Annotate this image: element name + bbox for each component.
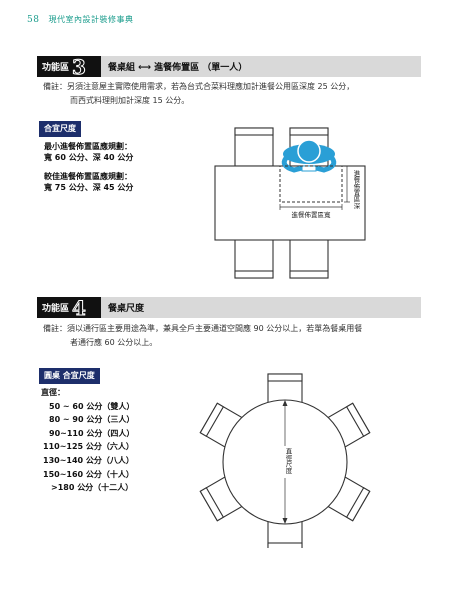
chair-bottom-left-back bbox=[234, 270, 274, 279]
section-4-badge: 圓桌 合宜尺度 bbox=[39, 368, 100, 384]
depth-label: 進餐佈置區深 bbox=[352, 169, 360, 211]
person-figure bbox=[281, 139, 337, 173]
section-4-number: 4 bbox=[72, 295, 87, 320]
page-number: 58 bbox=[27, 15, 40, 25]
section-4-label: 功能區 bbox=[42, 304, 70, 314]
size-item: 130~140 公分（八人） bbox=[43, 455, 134, 465]
placement-area bbox=[279, 165, 343, 203]
section-3-sizes: 最小進餐佈置區應規劃： 寬 60 公分、深 40 公分 較佳進餐佈置區應規劃： … bbox=[44, 141, 133, 193]
size-item: 50 ~ 60 公分（雙人） bbox=[49, 401, 135, 411]
min-area-value: 寬 60 公分、深 40 公分 bbox=[44, 153, 134, 162]
round-table-diagram: 直徑尺度 bbox=[199, 373, 371, 548]
section-3-number: 3 bbox=[72, 54, 87, 79]
rect-table bbox=[214, 165, 366, 241]
section-3-note-line2: 而西式料理則加計深度 15 公分。 bbox=[70, 96, 190, 105]
size-item: 90~110 公分（四人） bbox=[49, 428, 135, 438]
section-3-badge: 合宜尺度 bbox=[39, 121, 81, 137]
round-table-sizes: 直徑： 50 ~ 60 公分（雙人） 80 ~ 90 公分（三人） 90~110… bbox=[41, 386, 134, 495]
section-4-note-line2: 者通行應 60 公分以上。 bbox=[70, 338, 158, 347]
size-item: >180 公分（十二人） bbox=[51, 483, 134, 493]
book-title: 現代室內設計裝修事典 bbox=[48, 15, 134, 24]
section-3-label-box: 功能區 3 bbox=[37, 56, 101, 77]
running-head: 58 現代室內設計裝修事典 bbox=[27, 14, 134, 25]
section-4-label-box: 功能區 4 bbox=[37, 297, 101, 318]
size-item: 80 ~ 90 公分（三人） bbox=[49, 415, 135, 425]
chair-bottom-right-back bbox=[289, 270, 329, 279]
chair-top-right-back bbox=[289, 127, 329, 136]
diameter-heading: 直徑： bbox=[41, 388, 65, 397]
section-3-note: 備註：另須注意屋主實際使用需求，若為台式合菜料理應加計進餐公用區深度 25 公分… bbox=[43, 80, 423, 108]
size-item: 110~125 公分（六人） bbox=[43, 442, 134, 452]
diameter-label: 直徑尺度 bbox=[284, 447, 292, 476]
section-4-note-line1: 備註：須以通行區主要用途為準，兼具全戶主要通道空間應 90 公分以上，若單為餐桌… bbox=[43, 324, 363, 333]
section-4-note: 備註：須以通行區主要用途為準，兼具全戶主要通道空間應 90 公分以上，若單為餐桌… bbox=[43, 322, 423, 350]
section-3-header: 功能區 3 餐桌組 ⟷ 進餐佈置區 （單一人） bbox=[37, 56, 421, 77]
rect-table-diagram: 進餐佈置區寬 進餐佈置區深 bbox=[214, 127, 366, 279]
comfort-area-value: 寬 75 公分、深 45 公分 bbox=[44, 183, 134, 192]
section-4-header: 功能區 4 餐桌尺度 bbox=[37, 297, 421, 318]
section-3-title: 餐桌組 ⟷ 進餐佈置區 （單一人） bbox=[108, 63, 248, 73]
comfort-area-label: 較佳進餐佈置區應規劃： bbox=[44, 172, 132, 181]
size-item: 150~160 公分（十人） bbox=[43, 469, 134, 479]
chair-top-left-back bbox=[234, 127, 274, 136]
section-3-label: 功能區 bbox=[42, 63, 70, 73]
width-label: 進餐佈置區寬 bbox=[292, 210, 332, 219]
min-area-label: 最小進餐佈置區應規劃： bbox=[44, 142, 132, 151]
section-4-title: 餐桌尺度 bbox=[108, 304, 145, 314]
section-3-note-line1: 備註：另須注意屋主實際使用需求，若為台式合菜料理應加計進餐公用區深度 25 公分… bbox=[43, 82, 355, 91]
